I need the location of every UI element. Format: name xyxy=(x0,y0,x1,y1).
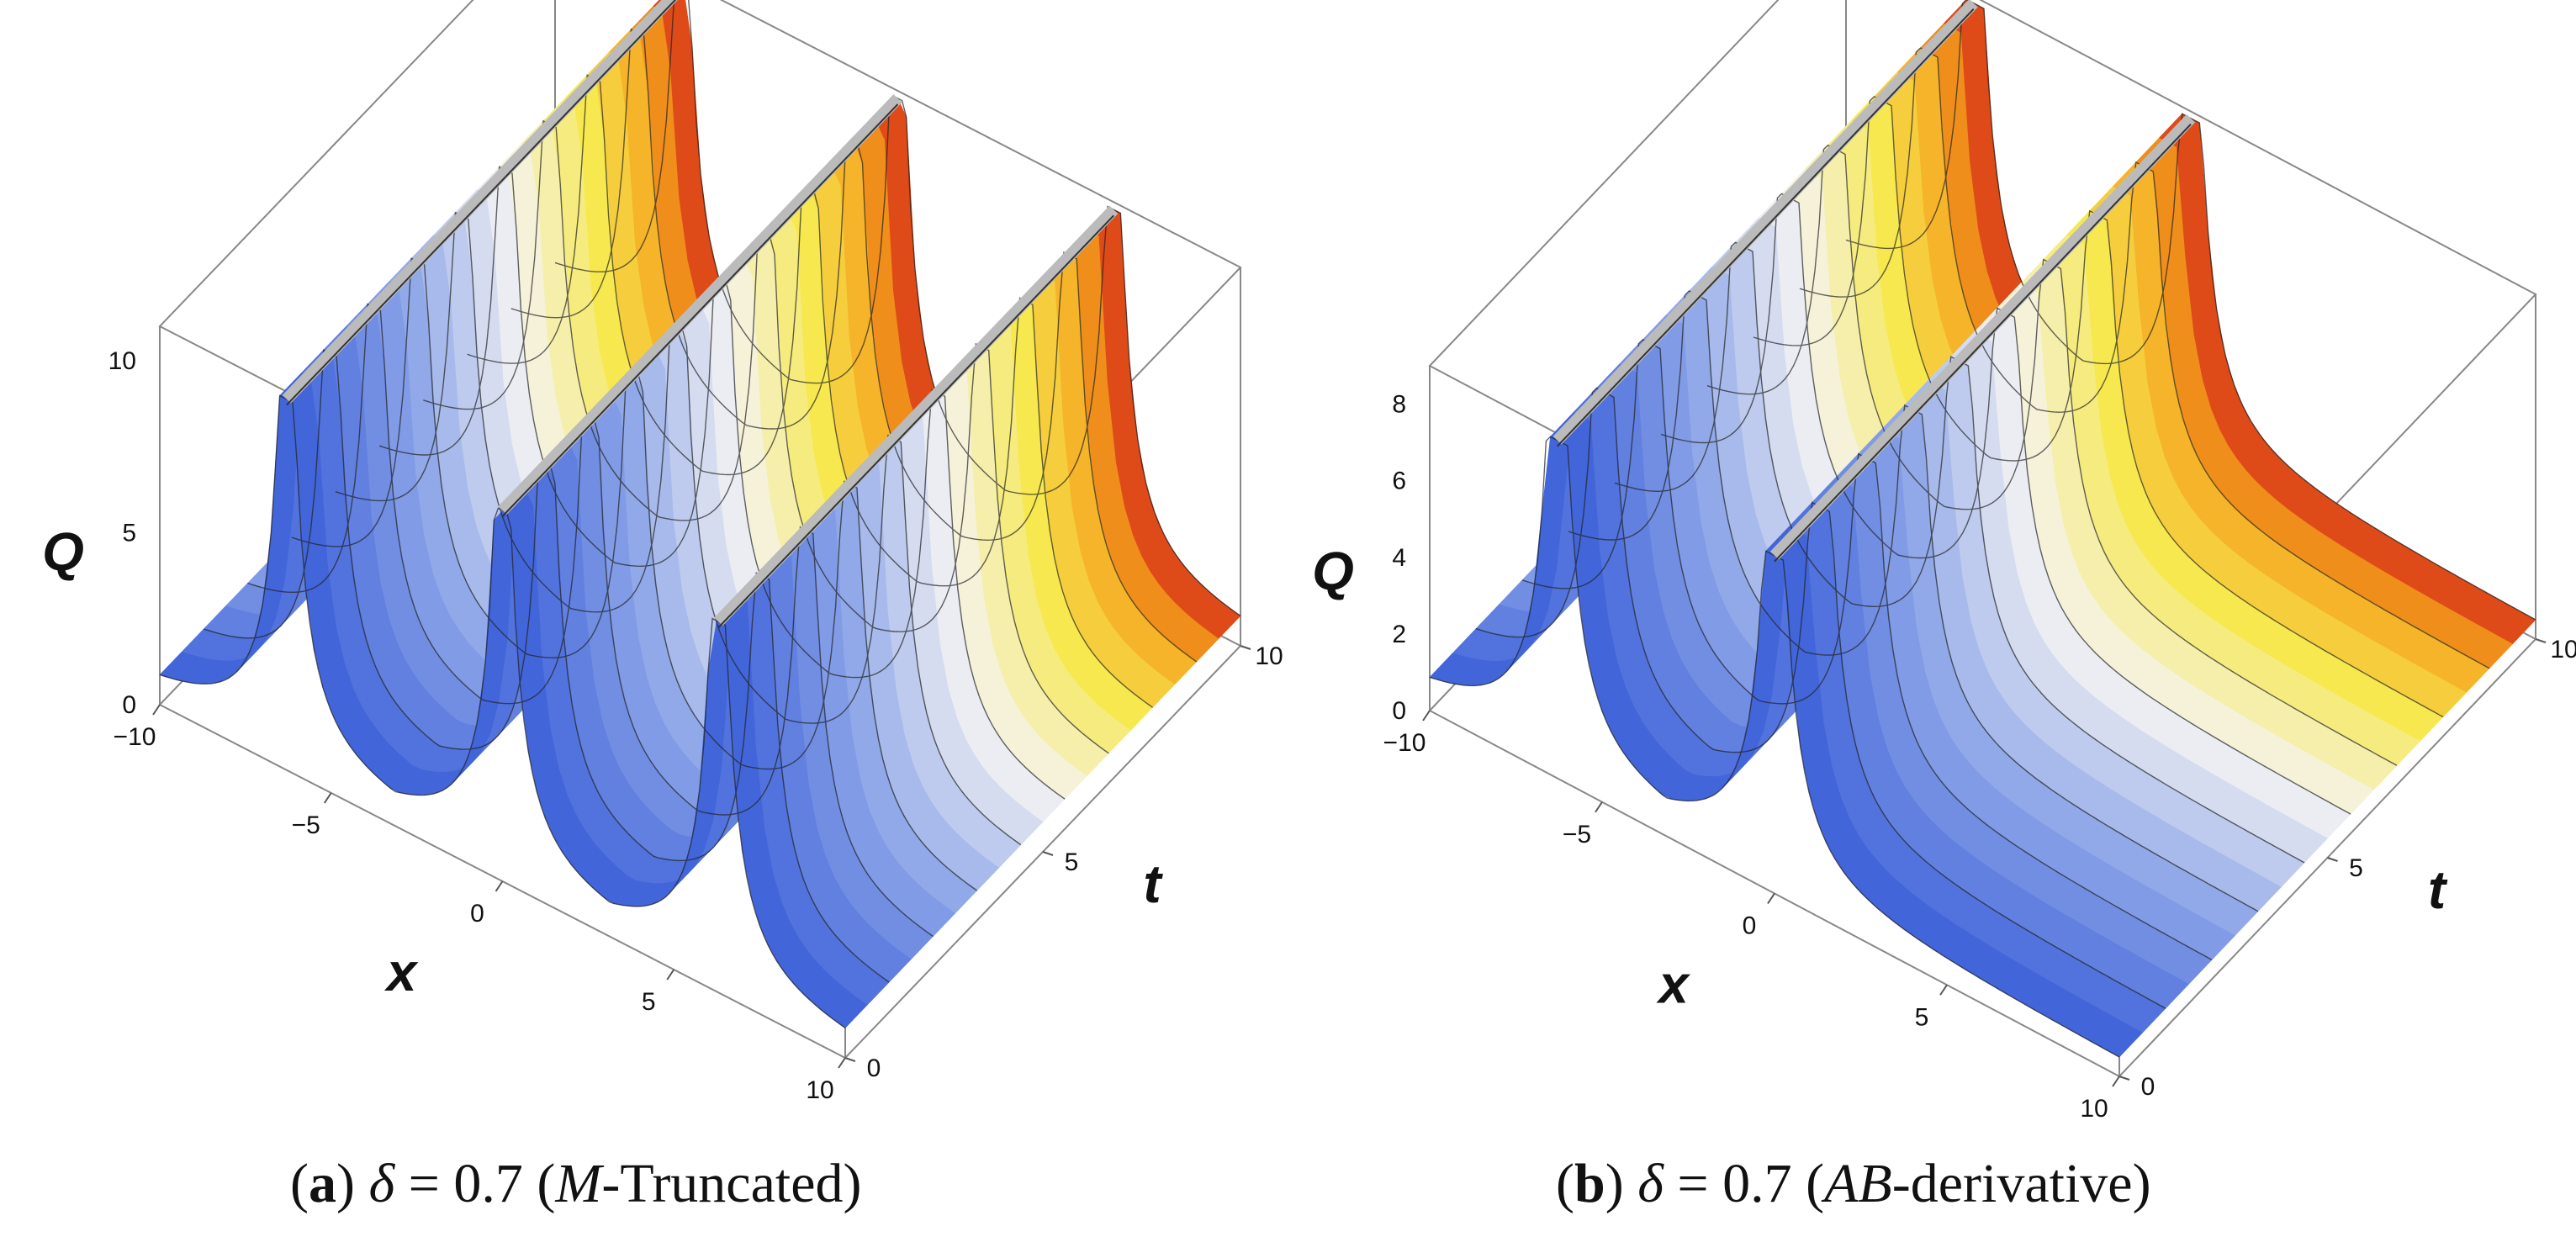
panel-b-z-tick-label: 4 xyxy=(1392,544,1406,572)
panel-b-x-tick-mark xyxy=(2112,1076,2120,1087)
panel-b-z-tick-label: 8 xyxy=(1392,391,1406,419)
panel-b-plot: −10 −5 0 5 10 0 5 10 0 2 4 6 8 x t Q xyxy=(1312,0,2576,1123)
panel-b-wall-edge-1 xyxy=(1774,124,2192,563)
caption-b-label: b xyxy=(1574,1153,1605,1214)
panel-a-y-tick-mark xyxy=(844,1057,856,1062)
panel-b-y-tick-label: 10 xyxy=(2550,636,2576,663)
panel-a-plot: −10 −5 0 5 10 0 5 10 0 5 10 x t Q xyxy=(42,0,1283,1104)
panel-a-xlabel: x xyxy=(384,942,419,1002)
panel-b-ylabel: t xyxy=(2428,859,2448,920)
panel-b-y-tick-label: 0 xyxy=(2141,1073,2155,1101)
caption-a-note-italic: M xyxy=(555,1153,602,1214)
panel-a-z-tick-label: 5 xyxy=(122,519,136,547)
panel-a-x-tick-mark xyxy=(666,969,675,980)
panel-b-wall-cap-0 xyxy=(1552,0,1978,445)
panel-b-z-tick-label: 6 xyxy=(1392,468,1406,495)
panel-a-y-tick-mark xyxy=(1240,645,1251,650)
caption-b: (b) δ = 0.7 (AB-derivative) xyxy=(1556,1153,2151,1214)
panel-a-y-tick-label: 10 xyxy=(1255,642,1283,670)
caption-a-symbol: δ xyxy=(368,1153,395,1214)
panel-a-wall-cap-0 xyxy=(282,0,678,404)
panel-a-ticks: −10 −5 0 5 10 0 5 10 0 5 10 xyxy=(108,347,1283,1104)
panel-b-x-tick-label: 10 xyxy=(2080,1095,2108,1123)
panel-b-x-tick-label: 0 xyxy=(1743,912,1757,940)
panel-b-x-tick-mark xyxy=(1939,984,1948,996)
caption-b-eq: = 0.7 xyxy=(1677,1153,1792,1214)
panel-a-x-tick-mark xyxy=(495,880,504,892)
panel-a-y-tick-label: 0 xyxy=(867,1054,881,1082)
caption-b-note-italic: AB xyxy=(1824,1153,1892,1214)
panel-a-wall-edge-0 xyxy=(286,0,677,406)
panel-a-y-tick-mark xyxy=(1042,851,1054,856)
caption-a: (a) δ = 0.7 (M-Truncated) xyxy=(290,1153,862,1214)
panel-b-x-tick-label: −10 xyxy=(1383,729,1426,757)
panel-b-y-tick-mark xyxy=(2327,857,2338,862)
panel-b-y-tick-mark xyxy=(2535,638,2547,643)
caption-a-note-rest: -Truncated xyxy=(601,1153,844,1214)
panel-b-x-tick-mark xyxy=(1767,892,1775,905)
panel-a-x-tick-label: 5 xyxy=(642,988,656,1016)
panel-a-x-tick-mark xyxy=(323,792,332,804)
panel-b-z-tick-label: 0 xyxy=(1392,697,1406,725)
panel-a-wall-edge-2 xyxy=(717,214,1114,628)
panel-a-wall-cap-2 xyxy=(714,205,1119,626)
panel-b-surface xyxy=(1429,0,2536,1058)
panel-b-y-tick-mark xyxy=(2118,1076,2130,1081)
panel-b-wall-cap-1 xyxy=(1769,114,2196,560)
panel-a-wall-cap-1 xyxy=(498,94,902,515)
panel-b-wall-edge-0 xyxy=(1556,8,1975,447)
panel-a-y-tick-label: 5 xyxy=(1065,848,1079,876)
caption-b-symbol: δ xyxy=(1637,1153,1664,1214)
caption-b-note-rest: -derivative xyxy=(1891,1153,2133,1214)
panel-b-ticks: −10 −5 0 5 10 0 5 10 0 2 4 6 8 xyxy=(1383,391,2576,1123)
caption-a-label: a xyxy=(308,1153,336,1214)
panel-b-x-tick-label: 5 xyxy=(1915,1003,1929,1031)
panel-b-x-tick-mark xyxy=(1595,801,1603,813)
panel-b-y-tick-label: 5 xyxy=(2349,854,2363,882)
panel-a-z-tick-label: 10 xyxy=(108,347,136,375)
panel-a-ylabel: t xyxy=(1143,854,1163,914)
panel-b-x-tick-mark xyxy=(1422,710,1431,722)
panel-a-x-tick-mark xyxy=(838,1057,846,1069)
panel-b-xlabel: x xyxy=(1656,954,1690,1015)
panel-b-zlabel: Q xyxy=(1312,541,1354,601)
panel-a-zlabel: Q xyxy=(42,521,84,582)
panel-a-x-tick-label: 10 xyxy=(806,1076,833,1104)
panel-a-x-tick-label: −5 xyxy=(292,811,320,839)
panel-a-wall-edge-1 xyxy=(501,103,899,517)
panel-a-x-tick-label: 0 xyxy=(470,900,484,928)
panel-a-x-tick-label: −10 xyxy=(114,723,156,751)
panel-a-z-tick-label: 0 xyxy=(122,691,136,719)
panel-a-x-tick-mark xyxy=(152,704,161,716)
panel-b-x-tick-label: −5 xyxy=(1563,821,1591,848)
panel-b-z-tick-label: 2 xyxy=(1392,621,1406,648)
caption-a-eq: = 0.7 xyxy=(408,1153,523,1214)
